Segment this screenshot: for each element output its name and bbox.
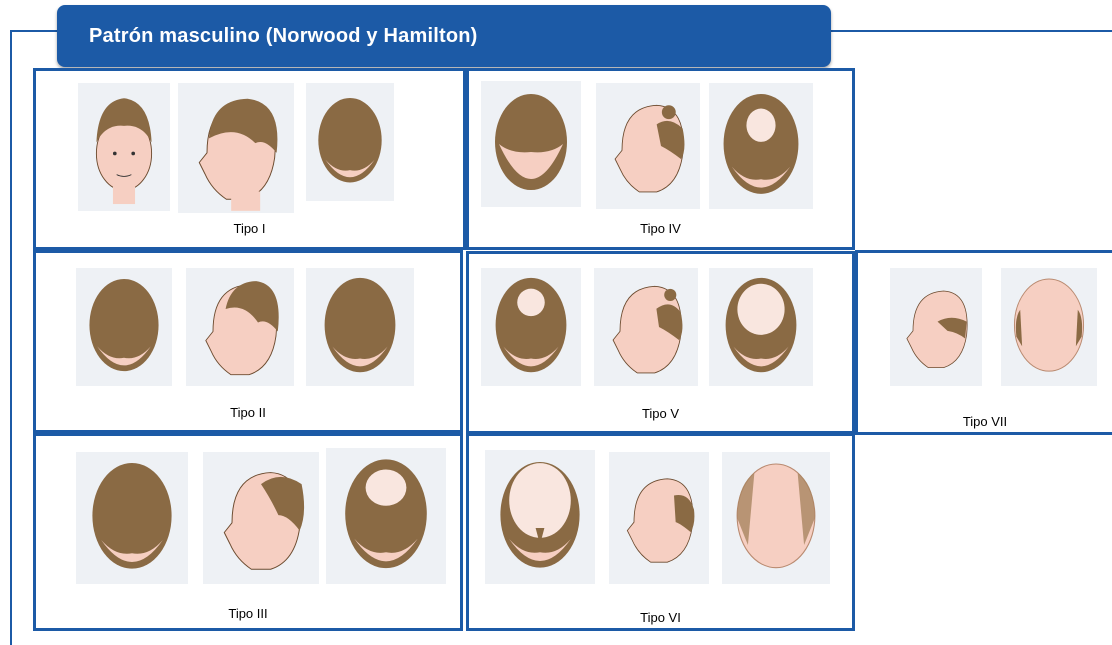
panel-label: Tipo VII	[858, 414, 1112, 429]
head-top-icon	[326, 448, 446, 584]
panel-label: Tipo I	[36, 221, 463, 236]
panel-label: Tipo VI	[469, 610, 852, 625]
panel-tipo-2: Tipo II	[33, 250, 463, 433]
head-top-icon	[709, 83, 813, 209]
panel-tipo-6: Tipo VI	[466, 433, 855, 631]
head-top-icon	[76, 268, 172, 386]
head-top-icon	[481, 268, 581, 386]
panel-tipo-4: Tipo IV	[466, 68, 855, 250]
panel-label: Tipo II	[36, 405, 460, 420]
head-side-icon	[596, 83, 700, 209]
head-top-icon	[306, 83, 394, 201]
head-top-icon	[481, 81, 581, 207]
page-title: Patrón masculino (Norwood y Hamilton)	[89, 25, 478, 48]
head-top-icon	[76, 452, 188, 584]
head-side-icon	[203, 452, 319, 584]
panel-tipo-1: Tipo I	[33, 68, 466, 250]
head-top-icon	[722, 452, 830, 584]
head-side-icon	[609, 452, 709, 584]
outer-frame-top-right	[830, 30, 1112, 32]
panel-tipo-7: Tipo VII	[855, 250, 1112, 435]
panel-tipo-5: Tipo V	[466, 251, 855, 434]
head-side-icon	[890, 268, 982, 386]
outer-frame-top-left	[10, 30, 60, 32]
head-side-icon	[186, 268, 294, 386]
head-front-icon	[78, 83, 170, 211]
panel-tipo-3: Tipo III	[33, 433, 463, 631]
panel-label: Tipo V	[469, 406, 852, 421]
panel-label: Tipo III	[36, 606, 460, 621]
head-top-icon	[1001, 268, 1097, 386]
head-top-icon	[485, 450, 595, 584]
head-top-icon	[709, 268, 813, 386]
head-top-icon	[306, 268, 414, 386]
outer-frame-left	[10, 30, 12, 645]
head-side-icon	[594, 268, 698, 386]
head-side-icon	[178, 83, 294, 213]
title-bar: Patrón masculino (Norwood y Hamilton)	[57, 5, 831, 67]
panel-label: Tipo IV	[469, 221, 852, 236]
